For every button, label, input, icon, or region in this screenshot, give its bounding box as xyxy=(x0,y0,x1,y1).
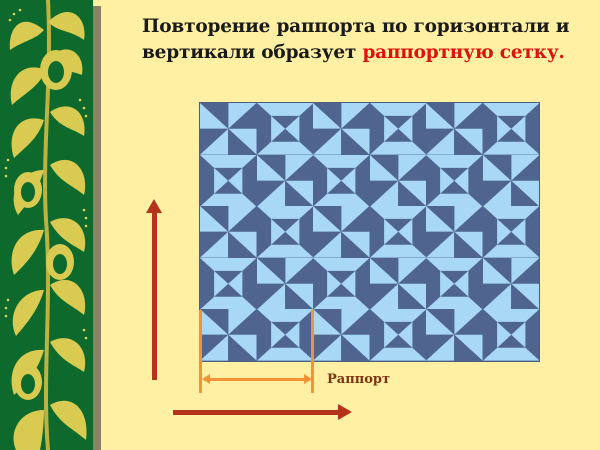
title-highlight: раппортную сетку. xyxy=(362,42,565,63)
framed-hourglass-tile xyxy=(200,154,257,207)
title-line-2: вертикали образует раппортную сетку. xyxy=(142,40,592,66)
pinwheel-tile xyxy=(426,206,483,258)
arrow-left-icon xyxy=(202,374,210,384)
pinwheel-tile xyxy=(313,103,370,155)
framed-hourglass-tile xyxy=(426,154,483,207)
pinwheel-tile xyxy=(200,103,257,155)
framed-hourglass-tile xyxy=(313,257,370,310)
arrow-right-icon xyxy=(304,374,312,384)
framed-hourglass-tile xyxy=(369,206,426,258)
rapport-label: Раппорт xyxy=(327,372,391,387)
framed-hourglass-tile xyxy=(369,103,426,155)
framed-hourglass-tile xyxy=(482,103,539,155)
pinwheel-tile xyxy=(369,257,426,310)
pinwheel-tile xyxy=(426,309,483,361)
rapport-extension-line-right xyxy=(311,310,314,393)
pinwheel-tile xyxy=(482,154,539,207)
framed-hourglass-tile xyxy=(256,309,313,361)
rapport-grid xyxy=(200,103,539,361)
framed-hourglass-tile xyxy=(426,257,483,310)
framed-hourglass-tile xyxy=(256,103,313,155)
slide-title: Повторение раппорта по горизонтали и вер… xyxy=(142,14,592,66)
arrow-up-icon xyxy=(146,199,162,213)
vertical-arrow-shaft xyxy=(152,210,157,380)
pinwheel-tile xyxy=(256,257,313,310)
framed-hourglass-tile xyxy=(369,309,426,361)
pinwheel-tile xyxy=(200,206,257,258)
ornament-side-panel xyxy=(0,0,93,450)
panel-shadow xyxy=(93,6,101,450)
framed-hourglass-tile xyxy=(482,206,539,258)
pinwheel-tile xyxy=(482,257,539,310)
rapport-dimension-line xyxy=(204,378,310,381)
pinwheel-tile xyxy=(426,103,483,155)
pinwheel-tile xyxy=(256,154,313,207)
title-line-2-text: вертикали образует xyxy=(142,42,363,63)
pinwheel-tile xyxy=(200,309,257,361)
horizontal-arrow-shaft xyxy=(173,410,341,415)
pinwheel-tile xyxy=(313,206,370,258)
framed-hourglass-tile xyxy=(200,257,257,310)
khokhloma-ornament-icon xyxy=(4,0,88,450)
framed-hourglass-tile xyxy=(482,309,539,361)
framed-hourglass-tile xyxy=(313,154,370,207)
framed-hourglass-tile xyxy=(256,206,313,258)
pinwheel-tile xyxy=(313,309,370,361)
rapport-extension-line-left xyxy=(199,310,202,393)
pinwheel-tile xyxy=(369,154,426,207)
arrow-right-icon xyxy=(338,404,352,420)
title-line-1: Повторение раппорта по горизонтали и xyxy=(142,16,570,37)
